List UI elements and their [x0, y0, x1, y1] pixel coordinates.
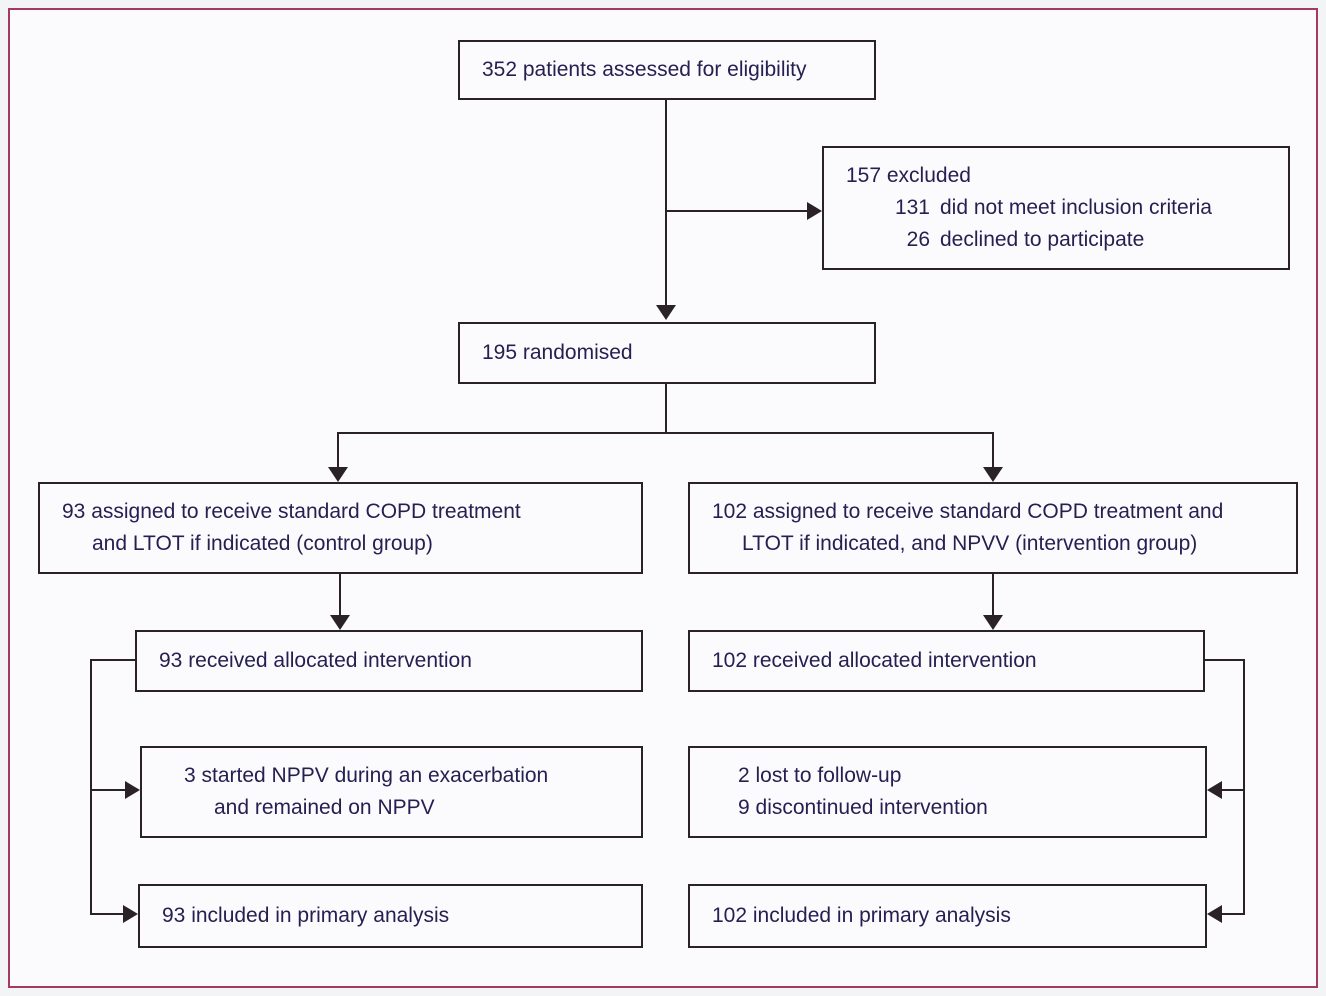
connector-randomised-down [665, 384, 667, 432]
connector-left-branch-nppv [90, 789, 125, 791]
connector-right-rail-exit [1205, 659, 1245, 661]
box-randomised: 195 randomised [458, 322, 876, 384]
box-eligibility-text: 352 patients assessed for eligibility [482, 58, 807, 81]
connector-to-excluded [666, 210, 807, 212]
excluded-item-reason: declined to participate [940, 228, 1145, 251]
arrowhead-into-lost-intervention-icon [1207, 781, 1222, 799]
connector-assign-intervention-down [992, 574, 994, 616]
connector-assign-control-down [339, 574, 341, 616]
connector-right-branch-analysis [1222, 913, 1245, 915]
arrowhead-into-received-control-icon [330, 615, 350, 630]
box-assign-control: 93 assigned to receive standard COPD tre… [38, 482, 643, 574]
lost-intervention-line1: 2 lost to follow-up [738, 764, 902, 787]
connector-split-horizontal [337, 432, 994, 434]
nppv-control-line1: 3 started NPPV during an exacerbation [184, 764, 549, 787]
analysis-intervention-text: 102 included in primary analysis [712, 904, 1011, 927]
received-control-text: 93 received allocated intervention [159, 649, 472, 672]
excluded-item-count: 26 [906, 228, 930, 251]
box-excluded-heading: 157 excluded [846, 164, 971, 187]
nppv-control-line2: and remained on NPPV [214, 796, 435, 819]
arrowhead-into-nppv-control-icon [125, 781, 140, 799]
assign-intervention-line2: LTOT if indicated, and NPVV (interventio… [742, 532, 1198, 555]
box-nppv-control: 3 started NPPV during an exacerbation an… [140, 746, 643, 838]
connector-left-branch-analysis [90, 913, 123, 915]
assign-control-line2: and LTOT if indicated (control group) [92, 532, 433, 555]
box-eligibility: 352 patients assessed for eligibility [458, 40, 876, 100]
excluded-item: 26 declined to participate [846, 224, 1278, 256]
assign-intervention-line1: 102 assigned to receive standard COPD tr… [712, 500, 1224, 523]
excluded-item-count: 131 [894, 196, 930, 219]
connector-left-rail-exit [90, 659, 135, 661]
connector-split-left-down [337, 432, 339, 468]
box-randomised-text: 195 randomised [482, 341, 633, 364]
box-excluded: 157 excluded 131 did not meet inclusion … [822, 146, 1290, 270]
arrowhead-into-assign-intervention-icon [983, 467, 1003, 482]
connector-right-rail [1243, 659, 1245, 915]
connector-eligibility-down [665, 100, 667, 307]
connector-split-right-down [992, 432, 994, 468]
box-lost-intervention: 2 lost to follow-up 9 discontinued inter… [688, 746, 1207, 838]
box-received-intervention: 102 received allocated intervention [688, 630, 1205, 692]
assign-control-line1: 93 assigned to receive standard COPD tre… [62, 500, 521, 523]
arrowhead-into-analysis-control-icon [123, 905, 138, 923]
received-intervention-text: 102 received allocated intervention [712, 649, 1037, 672]
excluded-item-reason: did not meet inclusion criteria [940, 196, 1212, 219]
connector-left-rail [90, 659, 92, 915]
arrowhead-into-received-intervention-icon [983, 615, 1003, 630]
arrowhead-into-randomised-icon [656, 305, 676, 320]
connector-right-branch-lost [1222, 789, 1245, 791]
box-analysis-control: 93 included in primary analysis [138, 884, 643, 948]
arrowhead-into-excluded-icon [807, 202, 822, 220]
analysis-control-text: 93 included in primary analysis [162, 904, 450, 927]
box-analysis-intervention: 102 included in primary analysis [688, 884, 1207, 948]
arrowhead-into-assign-control-icon [328, 467, 348, 482]
arrowhead-into-analysis-intervention-icon [1207, 905, 1222, 923]
box-assign-intervention: 102 assigned to receive standard COPD tr… [688, 482, 1298, 574]
lost-intervention-line2: 9 discontinued intervention [738, 796, 988, 819]
excluded-item: 131 did not meet inclusion criteria [846, 192, 1278, 224]
box-received-control: 93 received allocated intervention [135, 630, 643, 692]
